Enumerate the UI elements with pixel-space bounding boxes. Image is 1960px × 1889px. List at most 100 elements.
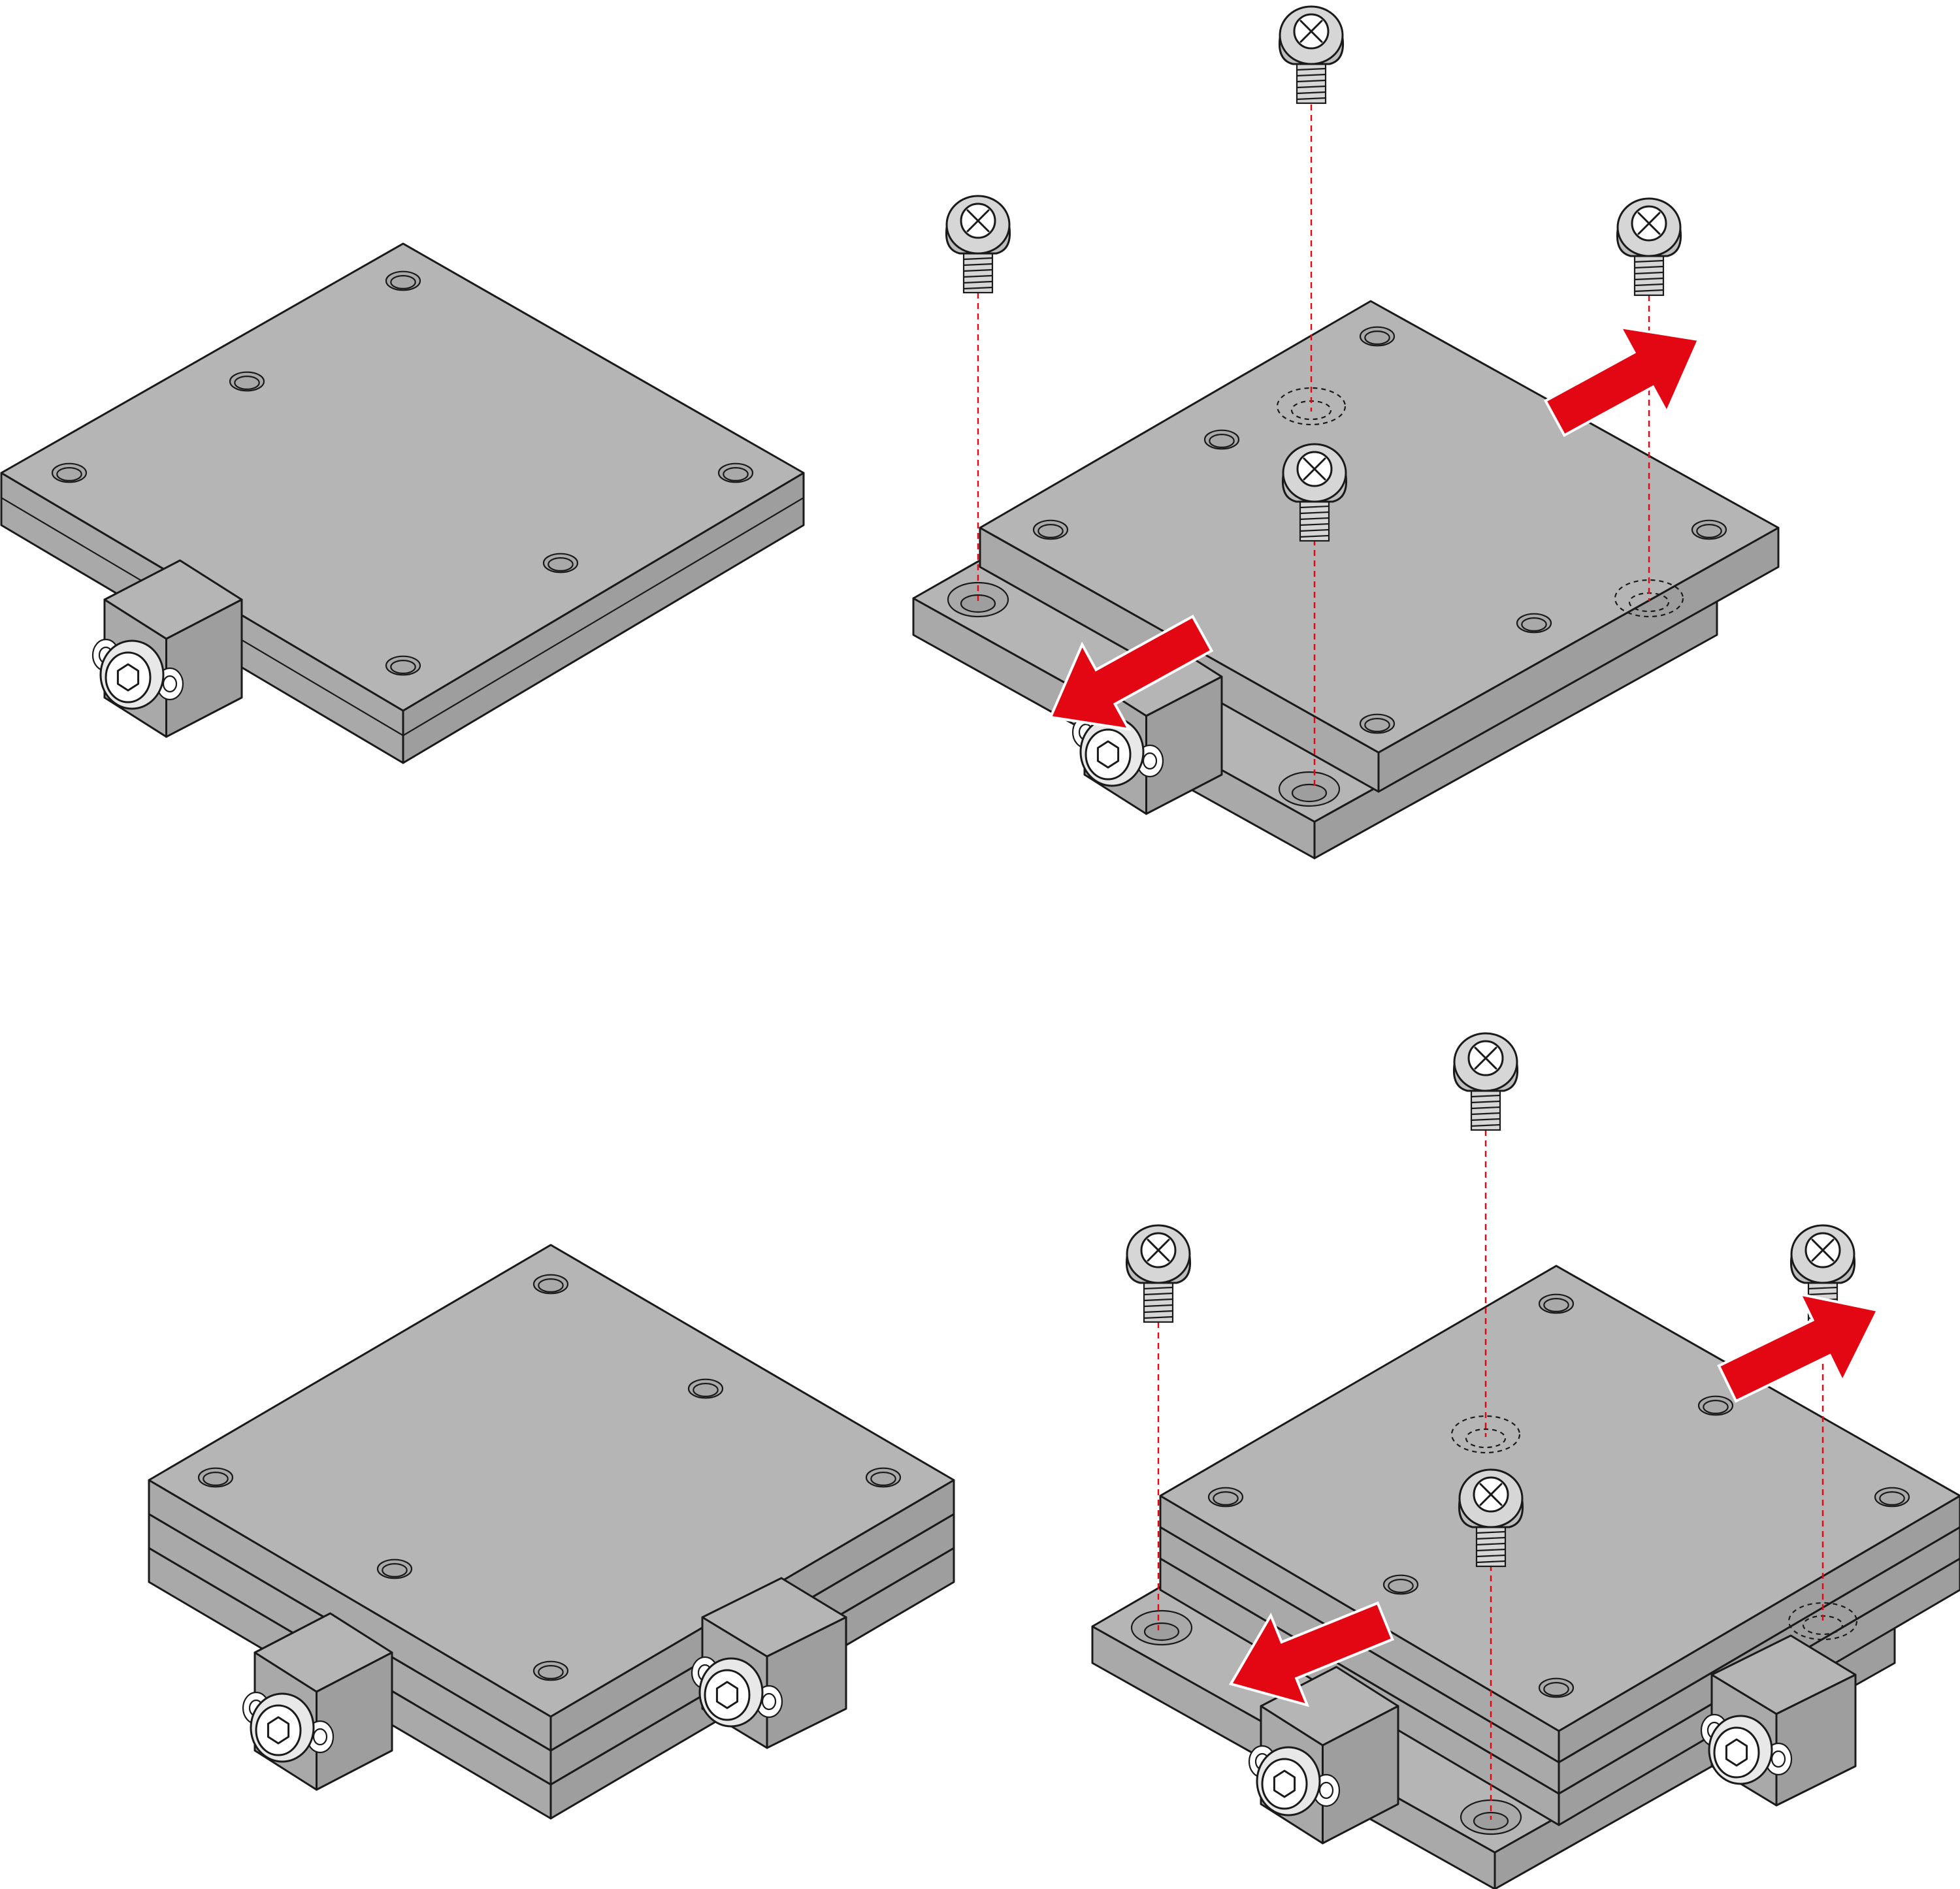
hole-inner (234, 376, 260, 390)
mounting-hole-icon (1359, 713, 1396, 734)
screw-thread (1299, 511, 1330, 515)
screw-icon (945, 195, 1011, 294)
hole-inner (1703, 1400, 1729, 1414)
direction-arrow-icon (1717, 1292, 1880, 1403)
screw-thread (1476, 1554, 1506, 1558)
hex-socket (1273, 1769, 1296, 1798)
hole-inner (203, 1472, 229, 1486)
arrow-shape (1228, 1601, 1394, 1707)
hole-outer (385, 270, 421, 291)
mounting-hole-icon (532, 1274, 569, 1295)
screw-thread (963, 286, 993, 290)
screw-cross-b (1299, 20, 1323, 43)
hex-socket-icon (1256, 1746, 1321, 1816)
hole-outer (1032, 519, 1069, 540)
screw-thread (1143, 1304, 1173, 1308)
hole-outer (1538, 1293, 1575, 1314)
hole-inner (1879, 1491, 1905, 1506)
screw-thread (1634, 289, 1664, 293)
screw-thread (1471, 1106, 1501, 1110)
screw-thread (1634, 271, 1664, 275)
adjuster-right (316, 1651, 393, 1791)
screw-thread (1296, 79, 1326, 83)
mounting-hole-icon (51, 462, 88, 483)
hex-socket (1096, 740, 1120, 769)
hole-inner (693, 1383, 719, 1397)
hole-inner (1364, 331, 1390, 345)
screw-cross-b (1474, 1046, 1497, 1070)
hex-socket (1725, 1738, 1748, 1767)
hole-outer (385, 655, 421, 676)
screw-thread (1299, 523, 1330, 526)
two-stage-layer-1 (148, 1244, 955, 1752)
hole-outer (51, 462, 88, 483)
screw-thread (1296, 97, 1326, 101)
hole-outer (1359, 713, 1396, 734)
adjuster-pin-b-inner (1142, 752, 1158, 770)
hole-inner (1213, 1491, 1239, 1506)
hole-inner (1696, 524, 1722, 538)
hex-socket-icon (99, 639, 165, 710)
counterbore-inner (960, 594, 996, 613)
screw-thread (963, 263, 993, 266)
hole-outer (197, 1467, 234, 1488)
screw-thread (1143, 1310, 1173, 1314)
mounting-hole-icon (717, 462, 754, 483)
hole-inner (538, 1278, 564, 1293)
hole-outer (717, 462, 754, 483)
hole-outer (1516, 613, 1552, 634)
screw-thread (1634, 259, 1664, 263)
hidden-hole-outer (1276, 387, 1347, 426)
hex-socket-icon (1708, 1715, 1773, 1785)
hex-socket (116, 663, 140, 692)
adjuster-block (1248, 1666, 1399, 1845)
mounting-hole-icon (1382, 1574, 1419, 1595)
hidden-hole-outer (1450, 1415, 1521, 1454)
mounting-hole-icon (865, 1467, 902, 1488)
screw-thread (1471, 1100, 1501, 1104)
hole-outer (542, 553, 579, 573)
adjuster-block (91, 559, 243, 738)
mounting-hole-icon (1874, 1487, 1910, 1508)
hole-outer (1538, 1677, 1575, 1698)
screw-thread (1299, 534, 1330, 538)
screw-thread (1808, 1292, 1838, 1296)
mounting-hole-icon (1207, 1487, 1244, 1508)
mounting-hole-icon (1359, 326, 1396, 347)
screw-cross-b (1147, 1238, 1170, 1262)
hole-outer (532, 1274, 569, 1295)
counterbore-hole-icon (1130, 1609, 1193, 1646)
hex-socket-icon (1079, 717, 1145, 787)
counterbore-inner (1473, 1811, 1509, 1831)
hole-inner (1364, 718, 1390, 732)
screw-thread (1296, 91, 1326, 95)
seam-right (402, 497, 804, 736)
screw-icon (1616, 197, 1682, 297)
screw-thread (1476, 1548, 1506, 1552)
adjuster-right (1322, 1705, 1399, 1845)
mounting-hole-icon (376, 1558, 413, 1579)
hidden-hole-outer (1614, 579, 1684, 618)
adjuster-pin-b-inner (761, 1692, 777, 1711)
screw-thread (1296, 73, 1326, 77)
hole-outer (865, 1467, 902, 1488)
adjuster-block (691, 1577, 847, 1749)
screw-icon (1452, 1032, 1519, 1131)
screw-thread (1143, 1286, 1173, 1290)
mounting-hole-icon (1032, 519, 1069, 540)
screw-thread (1299, 505, 1330, 509)
hole-outer (1359, 326, 1396, 347)
screw-thread (1296, 67, 1326, 71)
direction-arrow-icon (1228, 1601, 1394, 1707)
hole-outer (1207, 1487, 1244, 1508)
screw-thread (1143, 1292, 1173, 1296)
screw-thread (963, 257, 993, 261)
hidden-hole-icon (1450, 1415, 1521, 1454)
screw-icon (1281, 443, 1348, 542)
screw-thread (963, 268, 993, 272)
screw-thread (1634, 277, 1664, 281)
hole-inner (723, 467, 749, 481)
hole-inner (390, 275, 416, 289)
adjuster-block (1700, 1634, 1857, 1807)
adjuster-right (165, 598, 243, 738)
